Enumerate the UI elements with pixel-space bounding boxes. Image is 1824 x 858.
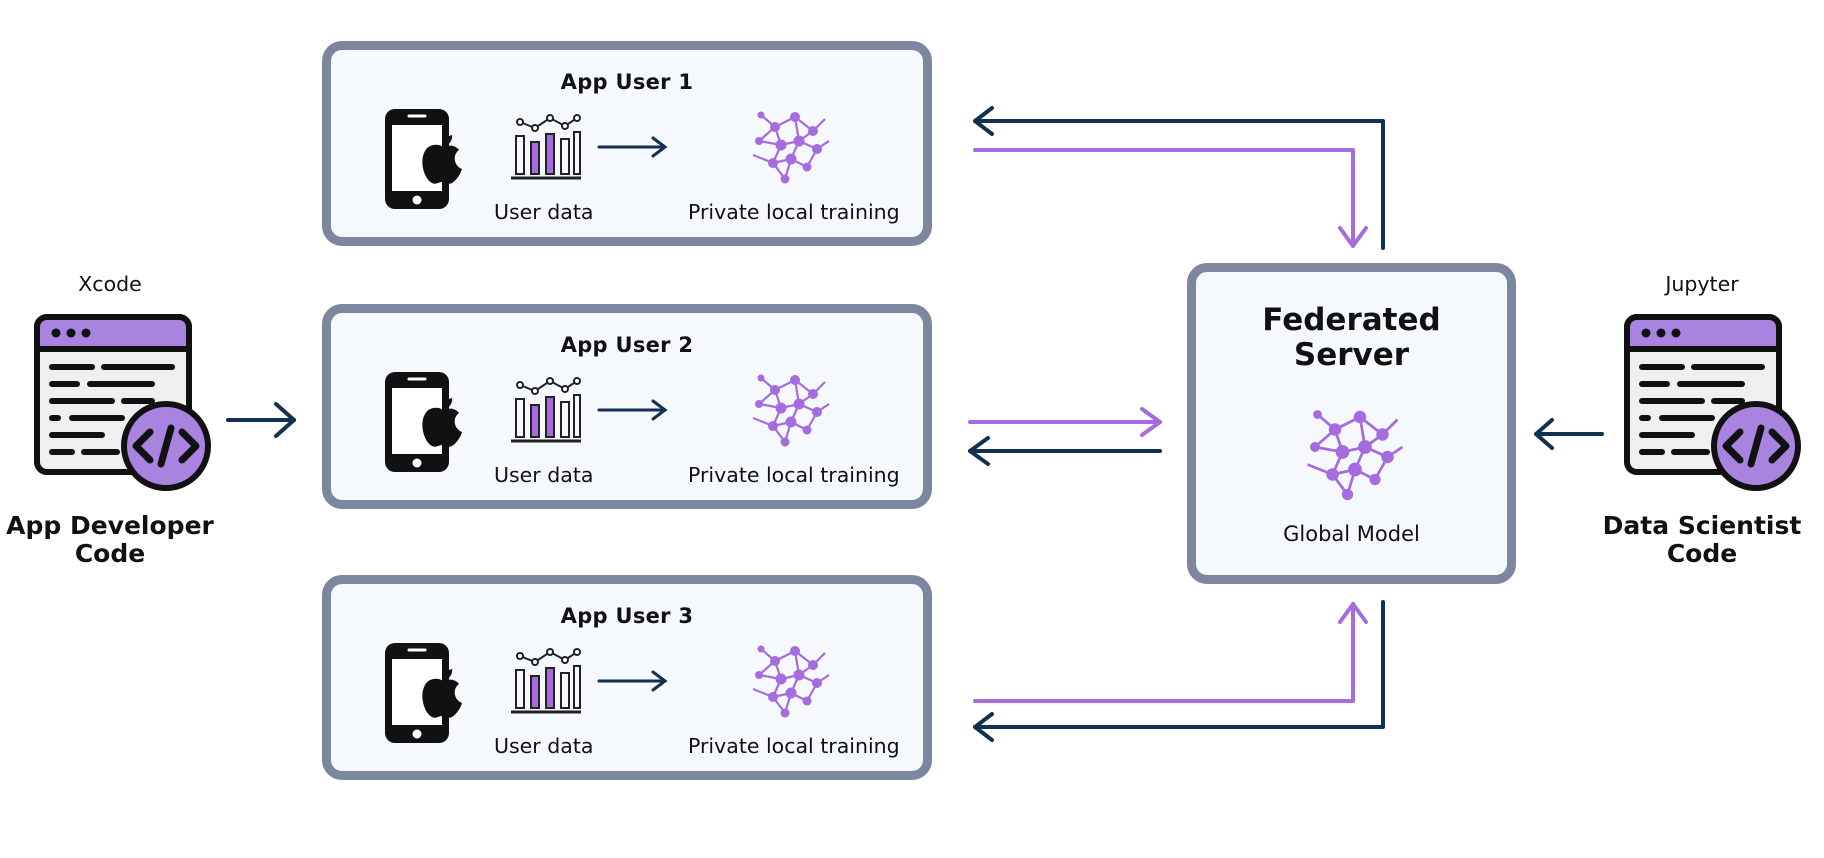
upload-arrowhead-user3: [1338, 602, 1368, 624]
training-label: Private local training: [688, 734, 900, 758]
training-label: Private local training: [688, 200, 900, 224]
upload-arrow-user3: [973, 602, 1355, 703]
upload-arrow-user1: [973, 148, 1355, 248]
arrow-right-icon: [597, 136, 668, 158]
app-user-title: App User 3: [560, 604, 694, 628]
xcode-label: Xcode: [78, 272, 142, 296]
data-scientist-label: Data Scientist Code: [1587, 512, 1817, 568]
app-user-box-1: App User 1 User data Private local train…: [322, 41, 932, 246]
model-update-arrowhead-user3: [973, 712, 994, 742]
code-window-icon: [1622, 312, 1802, 492]
jupyter-label: Jupyter: [1665, 272, 1739, 296]
server-title-line2: Server: [1293, 337, 1410, 373]
model-update-arrowhead-user1: [973, 106, 994, 136]
model-update-arrow-user3: [973, 600, 1385, 729]
server-title-line1: Federated: [1262, 302, 1441, 338]
data-scientist-line1: Data Scientist: [1602, 511, 1802, 540]
app-user-box-2: App User 2 User data Private local train…: [322, 304, 932, 509]
app-developer-line1: App Developer: [6, 511, 214, 540]
user-data-label: User data: [494, 734, 594, 758]
upload-arrowhead-user2: [1140, 407, 1162, 437]
user-data-label: User data: [494, 200, 594, 224]
model-update-arrow-user1: [973, 119, 1385, 250]
app-developer-label: App Developer Code: [0, 512, 225, 568]
server-title: Federated Server: [1196, 303, 1507, 373]
deploy-arrow: [226, 402, 296, 438]
app-developer-line2: Code: [74, 539, 146, 568]
deploy-arrowhead-right: [1534, 418, 1554, 450]
training-label: Private local training: [688, 463, 900, 487]
app-user-title: App User 2: [560, 333, 694, 357]
app-user-box-3: App User 3 User data Private local train…: [322, 575, 932, 780]
global-model-label: Global Model: [1283, 522, 1420, 546]
app-user-title: App User 1: [560, 70, 694, 94]
model-update-arrowhead-user2: [968, 436, 990, 466]
arrow-right-icon: [597, 399, 668, 421]
federated-server-box: Federated Server Global Model: [1187, 263, 1516, 584]
data-scientist-line2: Code: [1666, 539, 1738, 568]
arrow-right-icon: [597, 670, 668, 692]
upload-arrowhead-user1: [1338, 226, 1368, 248]
user-data-label: User data: [494, 463, 594, 487]
